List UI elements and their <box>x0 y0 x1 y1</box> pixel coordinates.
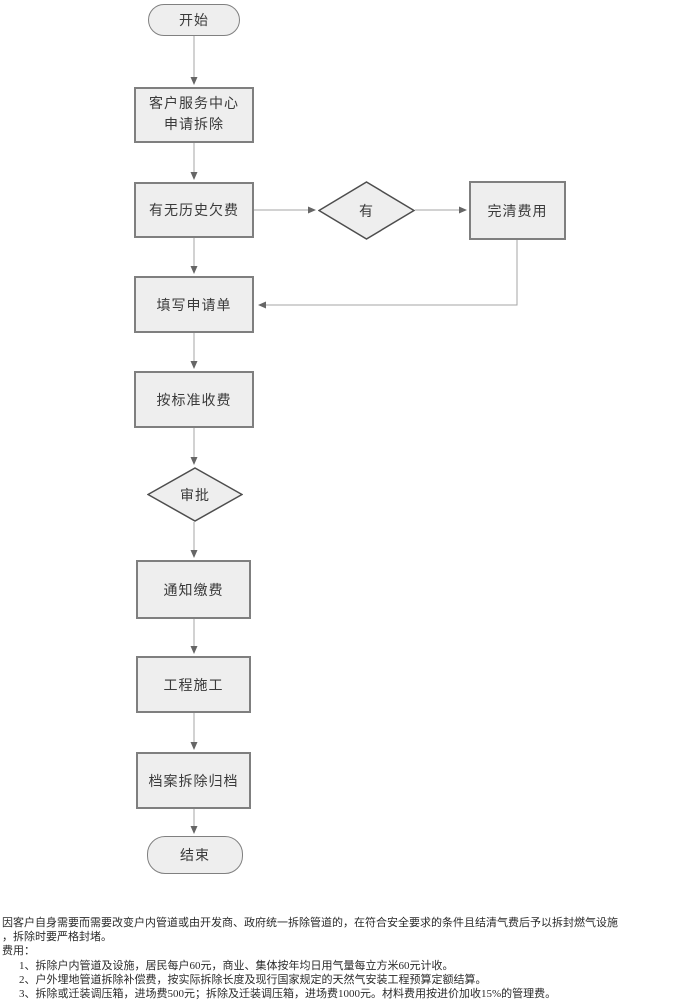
fee-item-1: 1、拆除户内管道及设施，居民每户60元，商业、集体按年均日用气量每立方米60元计… <box>19 959 454 972</box>
apply-node: 客户服务中心 申请拆除 <box>134 87 254 143</box>
fee-title: 费用： <box>2 945 35 958</box>
fill-form-node: 填写申请单 <box>134 276 254 333</box>
has-arrears-decision: 有 <box>318 181 415 240</box>
archive-label: 档案拆除归档 <box>148 774 239 790</box>
charge-label: 按标准收费 <box>156 393 232 409</box>
approve-label: 审批 <box>180 488 210 504</box>
construction-node: 工程施工 <box>136 656 251 713</box>
notes-paragraph-line1: 因客户自身需要而需要改变户内管道或由开发商、政府统一拆除管道的，在符合安全要求的… <box>2 917 618 929</box>
end-node: 结束 <box>147 836 243 874</box>
fee-item-2: 2、户外埋地管道拆除补偿费，按实际拆除长度及现行国家规定的天然气安装工程预算定额… <box>19 973 487 986</box>
start-label: 开始 <box>179 14 209 29</box>
notes-paragraph-line2: ，拆除时要严格封堵。 <box>2 931 112 944</box>
fill-form-label: 填写申请单 <box>156 298 232 314</box>
check-arrears-label: 有无历史欠费 <box>149 204 239 219</box>
construction-label: 工程施工 <box>163 678 224 694</box>
fee-item-3: 3、拆除或迁装调压箱，进场费500元；拆除及迁装调压箱，进场费1000元。材料费… <box>19 988 557 1001</box>
diamond-shape <box>147 467 243 522</box>
has-arrears-label: 有 <box>359 204 374 220</box>
archive-node: 档案拆除归档 <box>136 752 251 809</box>
diamond-shape <box>318 181 415 240</box>
check-arrears-node: 有无历史欠费 <box>134 182 254 238</box>
notes-block: 因客户自身需要而需要改变户内管道或由开发商、政府统一拆除管道的，在符合安全要求的… <box>2 916 698 1001</box>
apply-label: 客户服务中心 申请拆除 <box>149 97 239 133</box>
notify-payment-node: 通知缴费 <box>136 560 251 619</box>
approve-decision: 审批 <box>147 467 243 522</box>
pay-fees-node: 完清费用 <box>469 181 566 240</box>
arrow-payfees-to-fillform <box>258 240 518 309</box>
notify-payment-label: 通知缴费 <box>163 583 224 599</box>
start-node: 开始 <box>148 4 240 36</box>
pay-fees-label: 完清费用 <box>487 204 548 220</box>
charge-node: 按标准收费 <box>134 371 254 428</box>
end-label: 结束 <box>180 849 210 864</box>
